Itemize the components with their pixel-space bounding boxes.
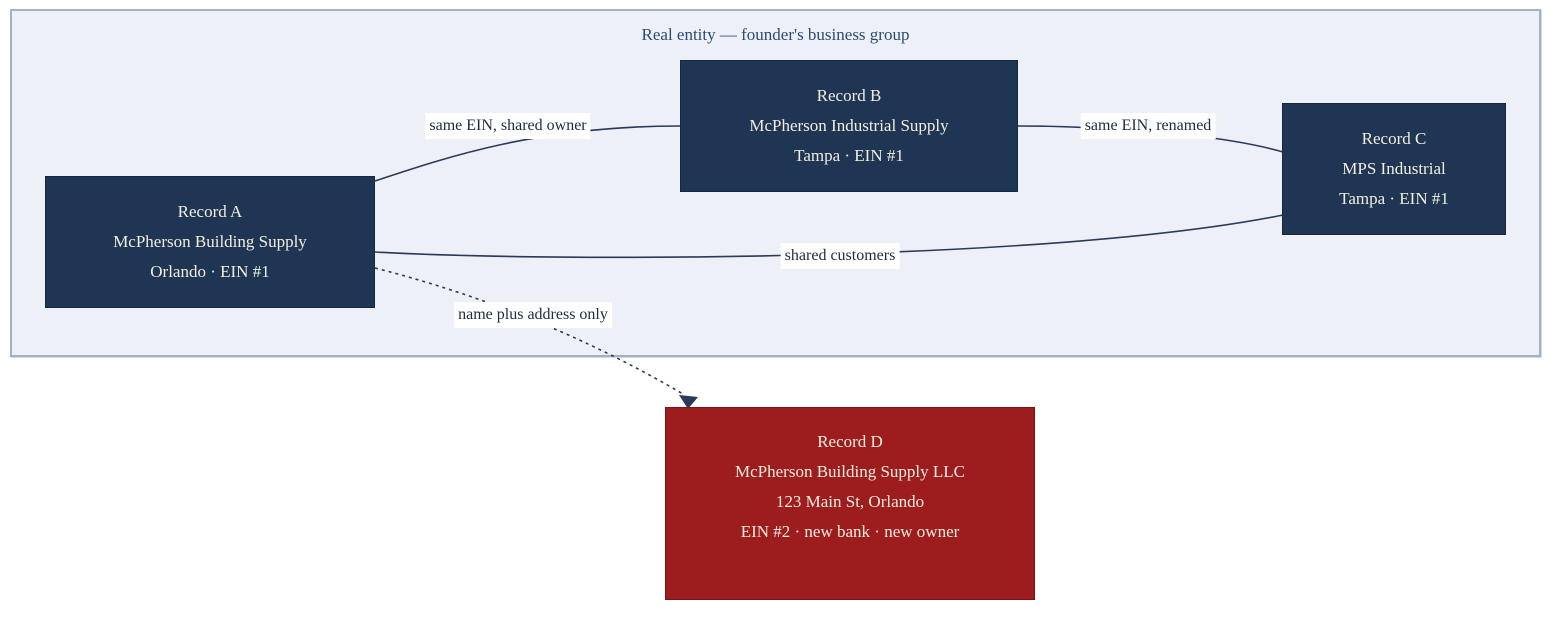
node-record-b: Record B McPherson Industrial Supply Tam…	[680, 60, 1018, 192]
edge-label-a-c: shared customers	[780, 243, 900, 269]
node-record-c-name: MPS Industrial	[1342, 159, 1446, 178]
node-record-a-name: McPherson Building Supply	[113, 232, 307, 251]
edge-label-a-b: same EIN, shared owner	[425, 113, 591, 139]
node-record-c-title: Record C	[1361, 129, 1427, 148]
node-record-d-address: 123 Main St, Orlando	[775, 492, 925, 511]
node-record-d-name: McPherson Building Supply LLC	[735, 462, 965, 481]
edge-label-b-c: same EIN, renamed	[1080, 113, 1216, 139]
node-record-b-meta: Tampa · EIN #1	[794, 146, 904, 165]
node-record-a-meta: Orlando · EIN #1	[150, 262, 270, 281]
node-record-a: Record A McPherson Building Supply Orlan…	[45, 176, 375, 308]
edge-label-a-d: name plus address only	[454, 302, 612, 328]
node-record-d: Record D McPherson Building Supply LLC 1…	[665, 407, 1035, 600]
node-record-a-title: Record A	[177, 202, 243, 221]
node-record-d-title: Record D	[817, 432, 883, 451]
node-record-b-title: Record B	[816, 86, 882, 105]
node-record-d-meta: EIN #2 · new bank · new owner	[740, 522, 960, 541]
node-record-b-name: McPherson Industrial Supply	[749, 116, 949, 135]
group-title: Real entity — founder's business group	[641, 25, 910, 44]
node-record-c: Record C MPS Industrial Tampa · EIN #1	[1282, 103, 1506, 235]
node-record-c-meta: Tampa · EIN #1	[1339, 189, 1449, 208]
